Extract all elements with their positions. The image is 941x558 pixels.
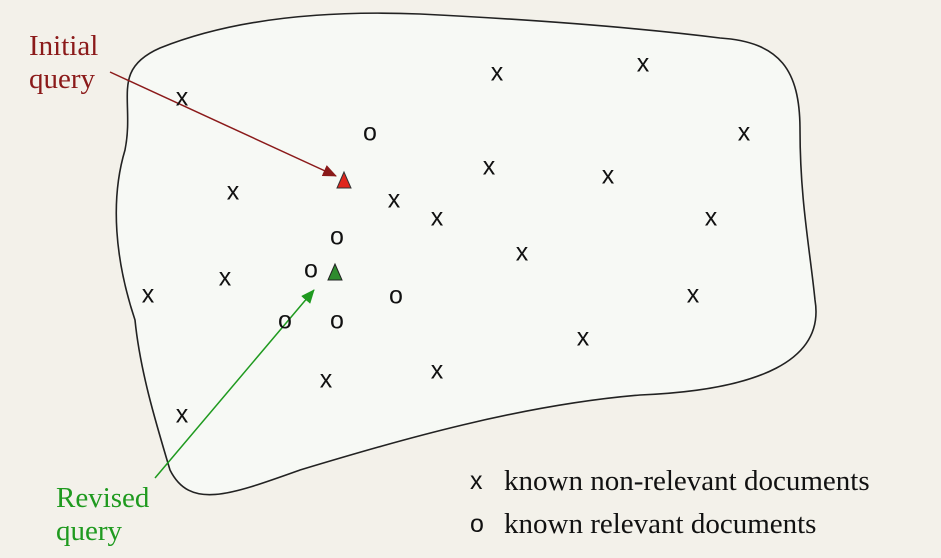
document-space-region xyxy=(116,13,816,495)
non-relevant-document-mark: x xyxy=(687,283,700,308)
non-relevant-document-mark: x xyxy=(320,368,333,393)
non-relevant-document-mark: x xyxy=(491,61,504,86)
relevant-document-mark: o xyxy=(278,309,292,334)
initial-query-label: Initial query xyxy=(29,30,98,96)
non-relevant-document-mark: x xyxy=(577,326,590,351)
revised-query-label-line1: Revised xyxy=(56,482,149,515)
relevant-document-mark: o xyxy=(304,258,318,283)
relevant-document-mark: o xyxy=(330,225,344,250)
revised-query-label-line2: query xyxy=(56,515,149,548)
non-relevant-document-mark: x xyxy=(483,155,496,180)
legend-relevant: o known relevant documents xyxy=(470,508,816,541)
non-relevant-document-mark: x xyxy=(738,121,751,146)
non-relevant-document-mark: x xyxy=(388,188,401,213)
relevant-document-mark: o xyxy=(389,284,403,309)
non-relevant-document-mark: x xyxy=(142,283,155,308)
revised-query-label: Revised query xyxy=(56,482,149,548)
non-relevant-document-mark: x xyxy=(431,206,444,231)
non-relevant-document-mark: x xyxy=(431,359,444,384)
relevant-document-mark: o xyxy=(330,309,344,334)
non-relevant-document-mark: x xyxy=(219,266,232,291)
initial-query-label-line1: Initial xyxy=(29,30,98,63)
legend-relevant-text: known relevant documents xyxy=(504,508,816,541)
non-relevant-document-mark: x xyxy=(227,180,240,205)
legend-o-symbol: o xyxy=(470,510,504,539)
legend-non-relevant-text: known non-relevant documents xyxy=(504,465,870,498)
non-relevant-document-mark: x xyxy=(705,206,718,231)
non-relevant-document-mark: x xyxy=(637,52,650,77)
initial-query-label-line2: query xyxy=(29,63,98,96)
non-relevant-document-mark: x xyxy=(176,86,189,111)
legend-x-symbol: x xyxy=(470,467,504,496)
relevant-document-mark: o xyxy=(363,121,377,146)
non-relevant-document-mark: x xyxy=(176,403,189,428)
legend-non-relevant: x known non-relevant documents xyxy=(470,465,870,498)
non-relevant-document-mark: x xyxy=(602,164,615,189)
non-relevant-document-mark: x xyxy=(516,241,529,266)
